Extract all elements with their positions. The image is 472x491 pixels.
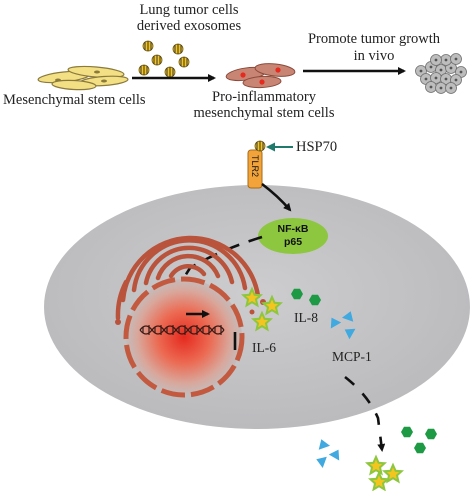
il6-label: IL-6 — [252, 340, 276, 355]
mcp1-label: MCP-1 — [332, 349, 372, 364]
proinflammatory-label-line2: mesenchymal stem cells — [193, 105, 335, 121]
endoplasmic-reticulum — [115, 235, 261, 321]
hsp70-label: HSP70 — [296, 139, 338, 155]
dna-helix — [139, 325, 225, 335]
proinflammatory-label-line1: Pro-inflammatory — [212, 89, 316, 105]
nuclear-envelope — [123, 276, 245, 398]
exosomes-label-line2: derived exosomes — [136, 18, 242, 34]
arrow-tlr2-to-nfkb — [261, 182, 292, 212]
exosomes-label-line1: Lung tumor cells — [139, 2, 239, 18]
nfkb-label-line1: NF-κB — [277, 223, 309, 235]
cell-body — [44, 185, 470, 429]
msc-label: Mesenchymal stem cells — [3, 92, 146, 108]
tlr2-label: TLR2 — [250, 154, 260, 177]
nfkb-p65-oval — [258, 218, 328, 254]
promote-label-line2: in vivo — [353, 48, 395, 64]
promote-label-line1: Promote tumor growth — [307, 31, 441, 47]
nucleus — [126, 279, 242, 395]
mesenchymal-stem-cells-group — [37, 65, 129, 91]
nfkb-label-line2: p65 — [283, 236, 303, 248]
secretion-arrow — [344, 375, 386, 452]
il8-label: IL-8 — [294, 310, 318, 325]
tlr2-receptor — [247, 149, 263, 189]
exosome-at-receptor — [254, 140, 266, 152]
proinflammatory-cells-group — [225, 63, 296, 89]
secreted-factors — [314, 426, 437, 491]
exosome-particles — [138, 40, 190, 78]
